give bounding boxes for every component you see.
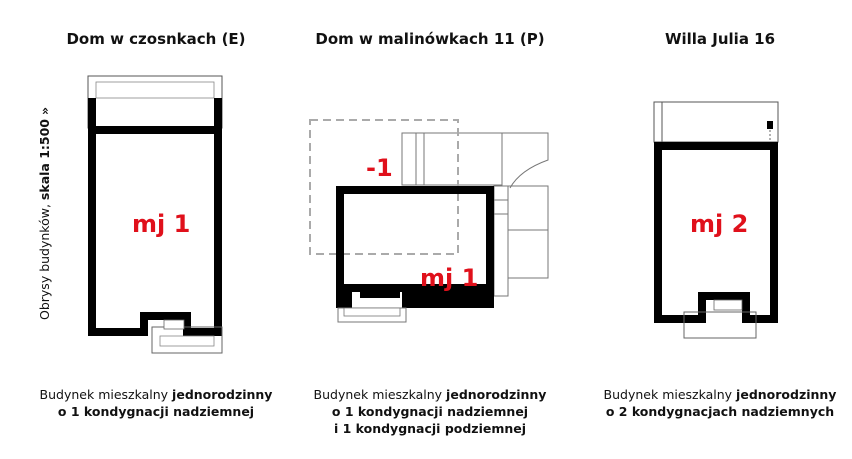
building-1-unit-label: mj 1 bbox=[132, 210, 191, 238]
building-2-plan bbox=[309, 119, 549, 323]
caption-3-line2: o 2 kondygnacjach nadziemnych bbox=[605, 404, 835, 419]
caption-2-line1-plain: Budynek mieszkalny bbox=[313, 387, 447, 402]
caption-3-line1-bold: jednorodzinny bbox=[736, 387, 837, 402]
caption-3-line1-plain: Budynek mieszkalny bbox=[603, 387, 737, 402]
caption-1-line2: o 1 kondygnacji nadziemnej bbox=[57, 404, 255, 419]
caption-2-line2: o 1 kondygnacji nadziemnej bbox=[331, 404, 529, 419]
building-1-caption: Budynek mieszkalny jednorodzinny o 1 kon… bbox=[40, 386, 273, 420]
building-2-title: Dom w malinówkach 11 (P) bbox=[315, 30, 545, 48]
building-2-basement-label: -1 bbox=[366, 154, 393, 182]
caption-2-line1-bold: jednorodzinny bbox=[446, 387, 547, 402]
building-3-caption: Budynek mieszkalny jednorodzinny o 2 kon… bbox=[604, 386, 837, 420]
caption-1-line1-plain: Budynek mieszkalny bbox=[39, 387, 173, 402]
building-3-unit-label: mj 2 bbox=[690, 210, 749, 238]
caption-2-line3: i 1 kondygnacji podziemnej bbox=[333, 421, 527, 436]
building-2-unit-label: mj 1 bbox=[420, 264, 479, 292]
building-1-title: Dom w czosnkach (E) bbox=[66, 30, 246, 48]
caption-1-line1-bold: jednorodzinny bbox=[172, 387, 273, 402]
building-3-title: Willa Julia 16 bbox=[664, 30, 776, 48]
building-1-plan bbox=[87, 75, 223, 354]
building-2-caption: Budynek mieszkalny jednorodzinny o 1 kon… bbox=[314, 386, 547, 437]
building-3-plan bbox=[653, 101, 779, 339]
